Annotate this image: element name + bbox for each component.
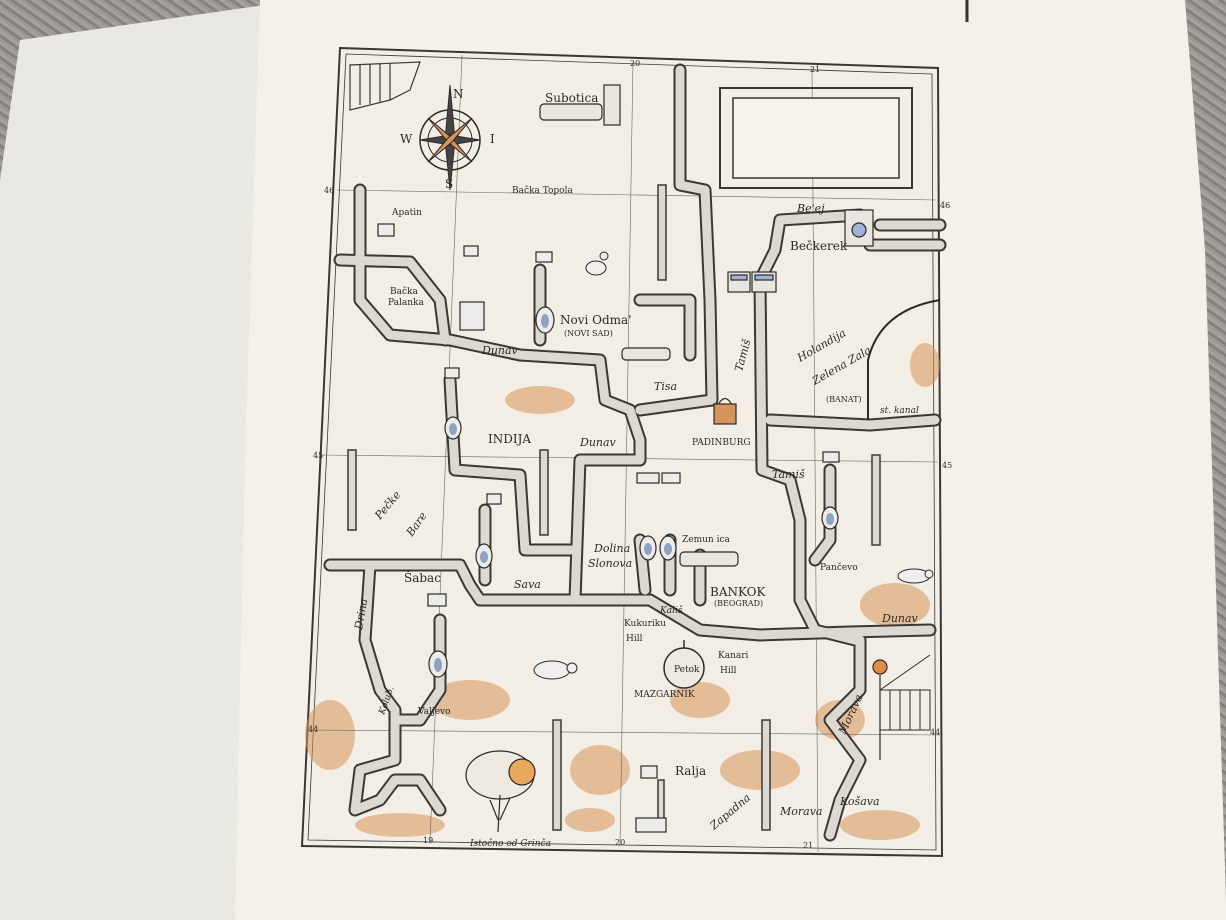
left-page — [0, 0, 300, 920]
grid-right-45: 45 — [942, 461, 952, 470]
label-banat: (BANAT) — [826, 395, 862, 404]
label-kanal: st. kanal — [880, 406, 919, 416]
label-padinburg: PADINBURG — [692, 438, 751, 448]
label-dunav-3: Dunav — [881, 612, 919, 625]
label-beckerek: Bečkerek — [790, 239, 848, 253]
label-kosava: Košava — [839, 795, 880, 808]
water-meters — [727, 271, 777, 293]
bathtub-icons — [539, 84, 739, 567]
label-dunav-2: Dunav — [579, 436, 617, 449]
map-frame — [300, 46, 944, 858]
label-tisa: Tisa — [654, 380, 677, 393]
label-bankok: BANKOK — [710, 585, 766, 599]
fence-decoration — [879, 654, 931, 731]
label-backa-palanka-1: Bačka — [390, 286, 418, 297]
grid-bottom-21: 21 — [803, 841, 813, 850]
grid-bottom-19: 19 — [423, 836, 433, 845]
label-kukuriku-2: Hill — [626, 634, 643, 644]
label-dolina-2: Slonova — [588, 557, 632, 570]
toilet-seat-details — [434, 314, 834, 672]
grid-top-20: 20 — [630, 59, 640, 68]
rust-stains — [305, 343, 940, 840]
label-valjevo: Valjevo — [417, 707, 451, 717]
label-kanari-1: Kanari — [718, 651, 749, 661]
tree-figure — [465, 750, 536, 833]
label-drina: Drina — [352, 597, 370, 631]
animal-figures — [533, 251, 934, 680]
label-kalis: Kališ — [659, 605, 683, 616]
label-kukuriku-1: Kukuriku — [624, 619, 666, 629]
label-subotica: Subotica — [545, 91, 598, 105]
grid-top-21: 21 — [810, 65, 820, 74]
grid-bottom-20: 20 — [615, 838, 625, 847]
holandija-arch — [867, 299, 941, 420]
compass-rose — [419, 84, 481, 191]
label-novi-sad: (NOVI SAD) — [564, 329, 613, 338]
label-apatin: Apatin — [391, 208, 422, 218]
compass-w: W — [400, 132, 413, 146]
label-sabac: Šabac — [404, 569, 441, 585]
label-backa-topola: Bačka Topola — [512, 185, 573, 196]
petok-sign — [663, 640, 705, 689]
label-kanari-2: Hill — [720, 666, 737, 676]
compass-e: I — [490, 132, 495, 146]
label-zemunica: Zemun ica — [682, 535, 730, 545]
label-backa-palanka-2: Palanka — [388, 298, 425, 308]
grid-left-46: 46 — [324, 186, 334, 195]
label-novi-odmar: Novi Odma' — [560, 313, 632, 327]
grid-left-45: 45 — [313, 451, 323, 460]
label-pancevo: Pančevo — [820, 562, 858, 573]
label-ralja: Ralja — [675, 764, 706, 778]
label-beograd: (BEOGRAD) — [714, 599, 763, 608]
washing-machine-icon — [844, 209, 874, 247]
padlock-icon — [713, 397, 737, 425]
grid-right-44: 44 — [930, 728, 940, 737]
label-morava-2: Morava — [779, 805, 822, 818]
pipe-network — [323, 63, 947, 842]
compass-n: N — [453, 87, 464, 101]
picture-frame — [719, 87, 913, 189]
grid-right-46: 46 — [940, 201, 950, 210]
grid-left-44: 44 — [308, 725, 318, 734]
label-petok: Petok — [674, 665, 700, 675]
label-indija: INDIJA — [488, 432, 531, 446]
label-mazgarnik: MAZGARNIK — [634, 690, 695, 700]
pipe-posts — [347, 184, 881, 831]
compass-s: S — [445, 177, 453, 191]
label-dolina-1: Dolina — [593, 542, 630, 555]
label-sava: Sava — [514, 578, 541, 591]
bottom-note: Istočno od Grinča — [469, 838, 551, 849]
label-bega: Be'ej — [796, 202, 825, 215]
label-dunav-1: Dunav — [481, 344, 519, 357]
railing-decoration — [349, 61, 421, 111]
label-tamis-2: Tamiš — [772, 468, 805, 481]
